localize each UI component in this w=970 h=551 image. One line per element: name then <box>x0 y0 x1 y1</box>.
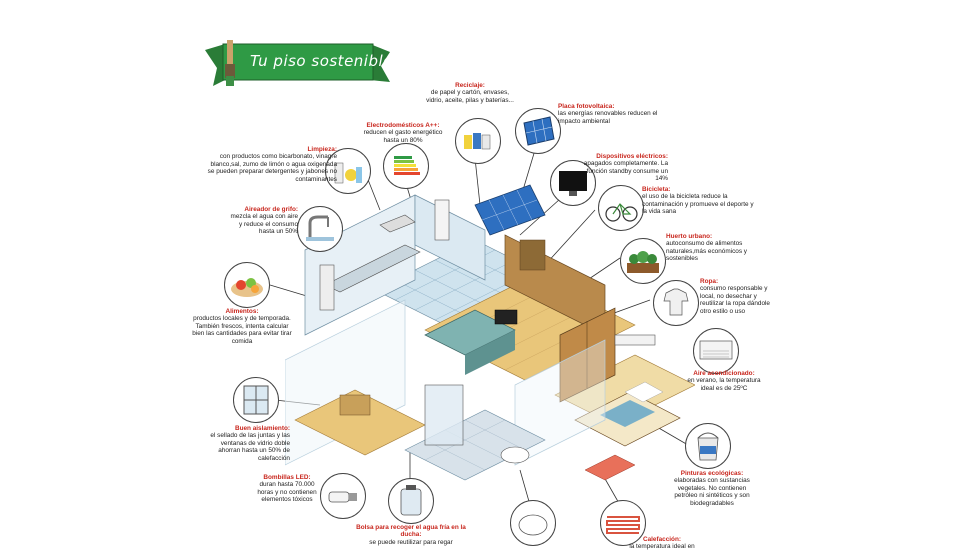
shower <box>424 384 464 446</box>
led-bulb-icon <box>320 473 366 519</box>
solar-panel-icon <box>515 108 561 154</box>
title-banner <box>205 40 390 86</box>
label-electrodomesticos: Electrodomésticos A++:reducen el gasto e… <box>363 122 443 144</box>
radiator <box>614 334 656 346</box>
solar-panel <box>474 184 546 236</box>
faucet-icon <box>297 206 343 252</box>
wardrobe <box>559 307 616 403</box>
label-dispositivos: Dispositivos eléctricos:apagados complet… <box>583 153 668 183</box>
label-huerto: Huerto urbano:autoconsumo de alimentos n… <box>666 233 747 263</box>
label-reciclaje: Reciclaje:de papel y cartón, envases, vi… <box>426 82 514 104</box>
underfloor-heating-icon <box>600 500 646 546</box>
label-limpieza: Limpieza:con productos como bicarbonato,… <box>207 146 337 183</box>
label-bolsa-ducha: Bolsa para recoger el agua fría en la du… <box>356 524 466 546</box>
fridge <box>434 199 450 241</box>
monitor-icon <box>550 160 596 206</box>
tv <box>494 309 518 325</box>
label-ropa: Ropa:consumo responsable y local, no des… <box>700 278 770 315</box>
label-calefaccion: Calefacción:la temperatura ideal en <box>629 536 695 551</box>
paint-bucket-icon <box>685 423 731 469</box>
extractor-hood <box>379 214 416 233</box>
label-pinturas: Pinturas ecológicas:elaboradas con susta… <box>674 470 750 507</box>
page-title: Tu piso sostenible <box>250 52 393 70</box>
label-aireador: Aireador de grifo:mezcla el agua con air… <box>230 206 299 236</box>
cleaning-products-icon <box>325 148 371 194</box>
clothes-icon <box>653 280 699 326</box>
label-bicicleta: Bicicleta:el uso de la bicicleta reduce … <box>642 186 754 216</box>
air-conditioner-icon <box>693 328 739 374</box>
toilet-tank-icon <box>510 500 556 546</box>
label-bombillas: Bombillas LED:duran hasta 70.000 horas y… <box>257 474 317 504</box>
food-icon <box>224 262 270 308</box>
bicycle-icon <box>598 185 644 231</box>
recycling-bins-icon <box>455 118 501 164</box>
label-placa-fotovoltaica: Placa fotovoltaica:las energías renovabl… <box>558 103 658 125</box>
label-aire-acondicionado: Aire acondicionado:en verano, la tempera… <box>687 370 761 392</box>
water-bag-icon <box>388 478 434 524</box>
window-icon <box>233 377 279 423</box>
house-illustration <box>285 184 695 481</box>
toilet <box>500 446 530 464</box>
label-alimentos: Alimentos:productos locales y de tempora… <box>192 308 292 345</box>
paint-brush-icon <box>225 40 235 86</box>
label-aislamiento: Buen aislamiento:el sellado de las junta… <box>210 425 290 462</box>
urban-garden-icon <box>620 238 666 284</box>
energy-label-icon <box>383 143 429 189</box>
